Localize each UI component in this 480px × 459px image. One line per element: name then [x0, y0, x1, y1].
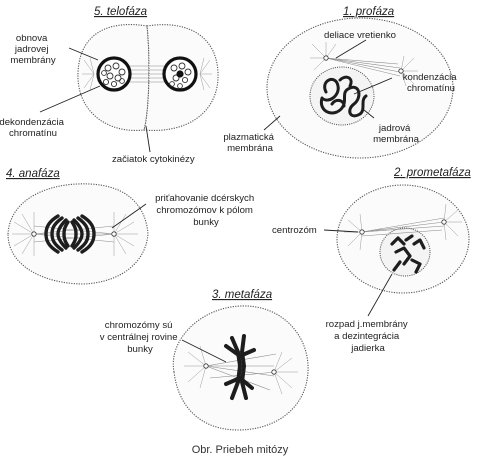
metaphase-centrosome-right	[271, 369, 277, 375]
anaphase-aster-right	[113, 212, 138, 256]
prophase-centrosome-right	[398, 68, 404, 74]
label-nuclear-membrane: jadrová membrána	[373, 123, 420, 145]
label-spindle: deliace vretienko	[324, 30, 396, 41]
leader-cytokinesis	[145, 125, 151, 153]
prometaphase-centrosome-left	[359, 229, 365, 235]
leader-condensation	[353, 77, 393, 95]
label-cytokinesis: začiatok cytokinézy	[112, 154, 195, 165]
label-breakdown: rozpad j.membrány a dezintegrácia jadier…	[326, 319, 411, 354]
label-membrane-renewal: obnova jadrovej membrány	[10, 33, 56, 66]
metaphase-figure	[172, 305, 309, 431]
label-pulling: priťahovanie dcérskych chromozómov k pól…	[155, 193, 257, 228]
prophase-chromatin	[319, 75, 368, 118]
prometaphase-title: 2. prometafáza	[393, 167, 471, 179]
prophase-centrosome-left	[323, 55, 329, 61]
prophase-aster-left	[310, 42, 337, 71]
metaphase-chromosomes	[224, 334, 256, 400]
leader-decondensation	[39, 85, 101, 113]
telophase-title: 5. telofáza	[94, 6, 147, 18]
prophase-title: 1. profáza	[343, 6, 394, 18]
leader-breakdown	[367, 273, 393, 317]
figure-caption: Obr. Priebeh mitózy	[192, 444, 289, 456]
leader-pulling	[111, 203, 147, 229]
prometaphase-figure	[323, 184, 470, 317]
anaphase-title: 4. anafáza	[6, 168, 60, 180]
telophase-nucleus-right	[162, 56, 198, 92]
leader-centrosome	[323, 229, 359, 233]
prophase-spindle-fibers	[325, 57, 401, 77]
label-plasma-membrane: plazmatická membrána	[223, 132, 276, 154]
prometaphase-aster-right	[443, 203, 462, 241]
label-condensation: kondenzácia chromatínu	[403, 72, 460, 94]
telophase-spindle-fibers	[125, 65, 168, 83]
leader-nuclear-membrane	[363, 109, 375, 119]
leader-spindle	[335, 39, 367, 59]
telophase-aster-left	[82, 57, 95, 91]
telophase-nucleus-left	[96, 56, 132, 92]
anaphase-chromosomes	[44, 214, 96, 254]
prometaphase-centrosome-right	[441, 219, 447, 225]
metaphase-centrosome-left	[203, 363, 209, 369]
anaphase-centrosome-left	[31, 231, 37, 237]
anaphase-figure	[7, 183, 149, 285]
prophase-figure	[263, 17, 454, 159]
prometaphase-chromosomes	[390, 234, 426, 274]
prometaphase-nuclear-remnant	[379, 227, 431, 277]
telophase-aster-right	[199, 57, 212, 91]
label-plate: chromozómy sú v centrálnej rovine bunky	[100, 320, 181, 355]
metaphase-title: 3. metafáza	[212, 289, 272, 301]
leader-membrane-renewal	[68, 47, 99, 61]
anaphase-centrosome-right	[111, 231, 117, 237]
metaphase-aster-right	[273, 351, 298, 395]
label-centrosome: centrozóm	[272, 225, 317, 236]
telophase-figure	[39, 24, 219, 153]
prophase-aster-right	[400, 55, 418, 87]
label-decondensation: dekondenzácia chromatínu	[0, 117, 67, 139]
leader-plate	[181, 339, 227, 363]
leader-plasma-membrane	[263, 115, 281, 131]
prometaphase-spindle-fibers	[361, 217, 445, 237]
prometaphase-aster-left	[344, 213, 363, 251]
anaphase-aster-left	[12, 212, 35, 256]
